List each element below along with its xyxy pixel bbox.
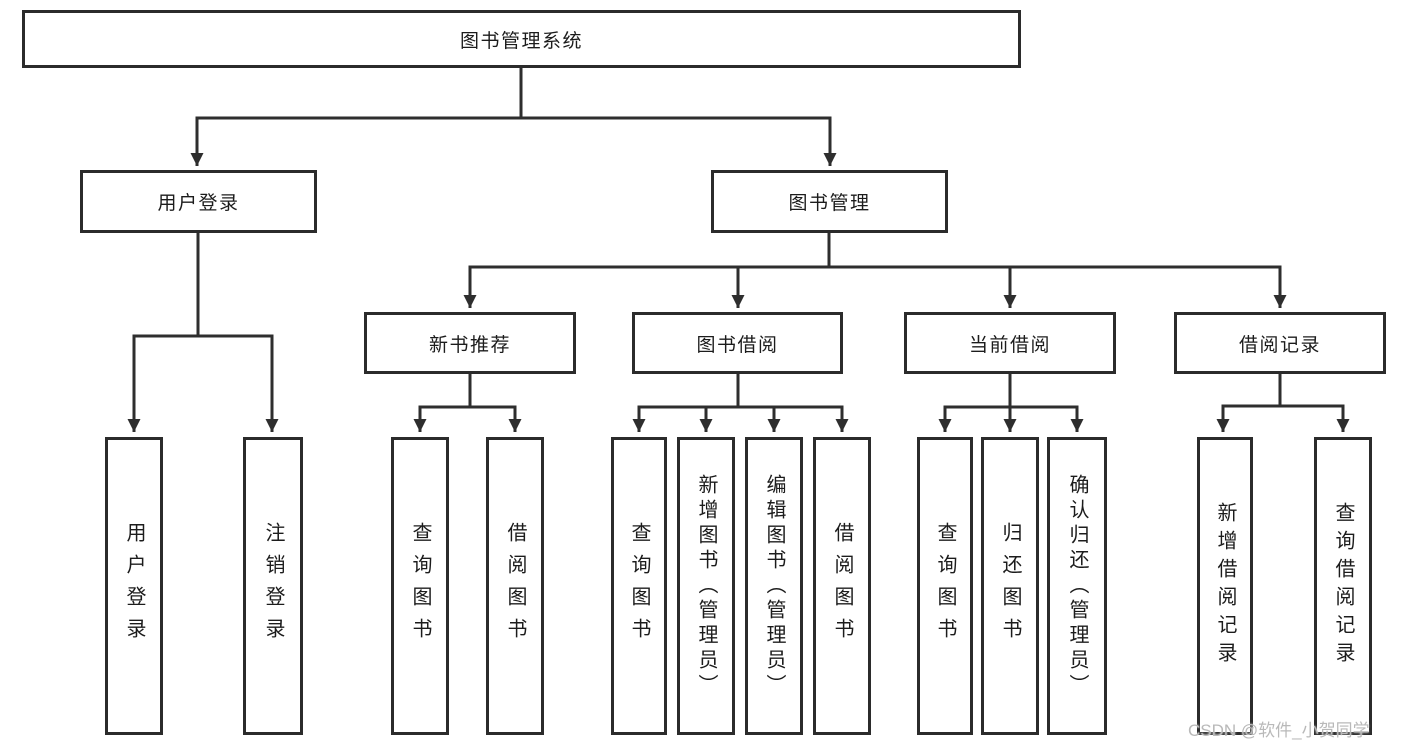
node-root: 图书管理系统 [22, 10, 1021, 68]
leaf-query-book: 查询图书 [391, 437, 449, 735]
leaf-add-borrow-record: 新增借阅记录 [1197, 437, 1253, 735]
leaf-user-login: 用户登录 [105, 437, 163, 735]
leaf-edit-book-admin: 编辑图书（管理员） [745, 437, 803, 735]
leaf-query-borrow-record: 查询借阅记录 [1314, 437, 1372, 735]
node-book-borrow: 图书借阅 [632, 312, 843, 374]
leaf-query-book: 查询图书 [917, 437, 973, 735]
node-user-login: 用户登录 [80, 170, 317, 233]
node-borrow-record: 借阅记录 [1174, 312, 1386, 374]
leaf-return-book: 归还图书 [981, 437, 1039, 735]
leaf-logout: 注销登录 [243, 437, 303, 735]
node-new-book-recommend: 新书推荐 [364, 312, 576, 374]
leaf-borrow-book: 借阅图书 [813, 437, 871, 735]
leaf-add-book-admin: 新增图书（管理员） [677, 437, 735, 735]
node-book-management: 图书管理 [711, 170, 948, 233]
node-current-borrow: 当前借阅 [904, 312, 1116, 374]
leaf-borrow-book: 借阅图书 [486, 437, 544, 735]
leaf-confirm-return-admin: 确认归还（管理员） [1047, 437, 1107, 735]
csdn-watermark: CSDN @软件_小贺同学 [1188, 721, 1370, 740]
leaf-query-book: 查询图书 [611, 437, 667, 735]
